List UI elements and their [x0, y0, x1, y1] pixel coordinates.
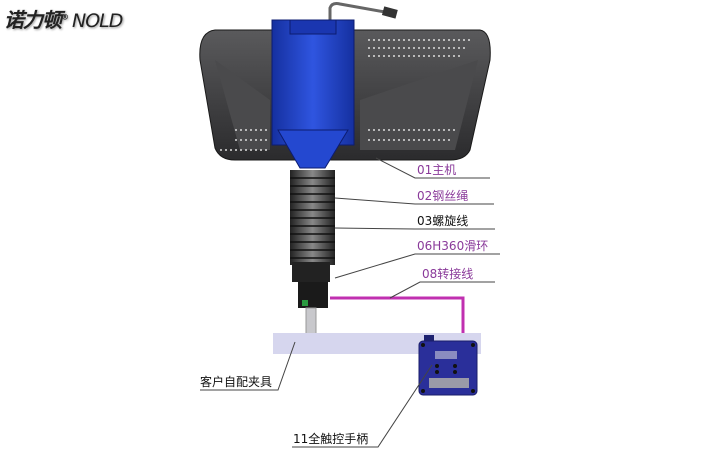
label-touch-handle: 11全触控手柄: [293, 432, 369, 446]
label-adapter-cable: 08转接线: [422, 267, 474, 281]
power-plug: [381, 6, 398, 19]
tool-rod: [305, 307, 317, 336]
label-main-unit: 01主机: [417, 163, 457, 177]
leader-lines: [200, 157, 500, 448]
label-spiral-cable: 03螺旋线: [417, 214, 469, 228]
power-cable: [328, 2, 386, 30]
main-unit-blue: [271, 19, 355, 146]
vent-grille: [220, 39, 470, 151]
label-slip-ring: 06H360滑环: [417, 239, 489, 253]
logo: 诺力顿®NOLD: [4, 8, 123, 32]
adapter-cable: [330, 296, 465, 334]
slip-ring: [292, 262, 330, 282]
label-wire-rope: 02钢丝绳: [417, 189, 469, 203]
label-customer-fixture: 客户自配夹具: [200, 375, 273, 389]
